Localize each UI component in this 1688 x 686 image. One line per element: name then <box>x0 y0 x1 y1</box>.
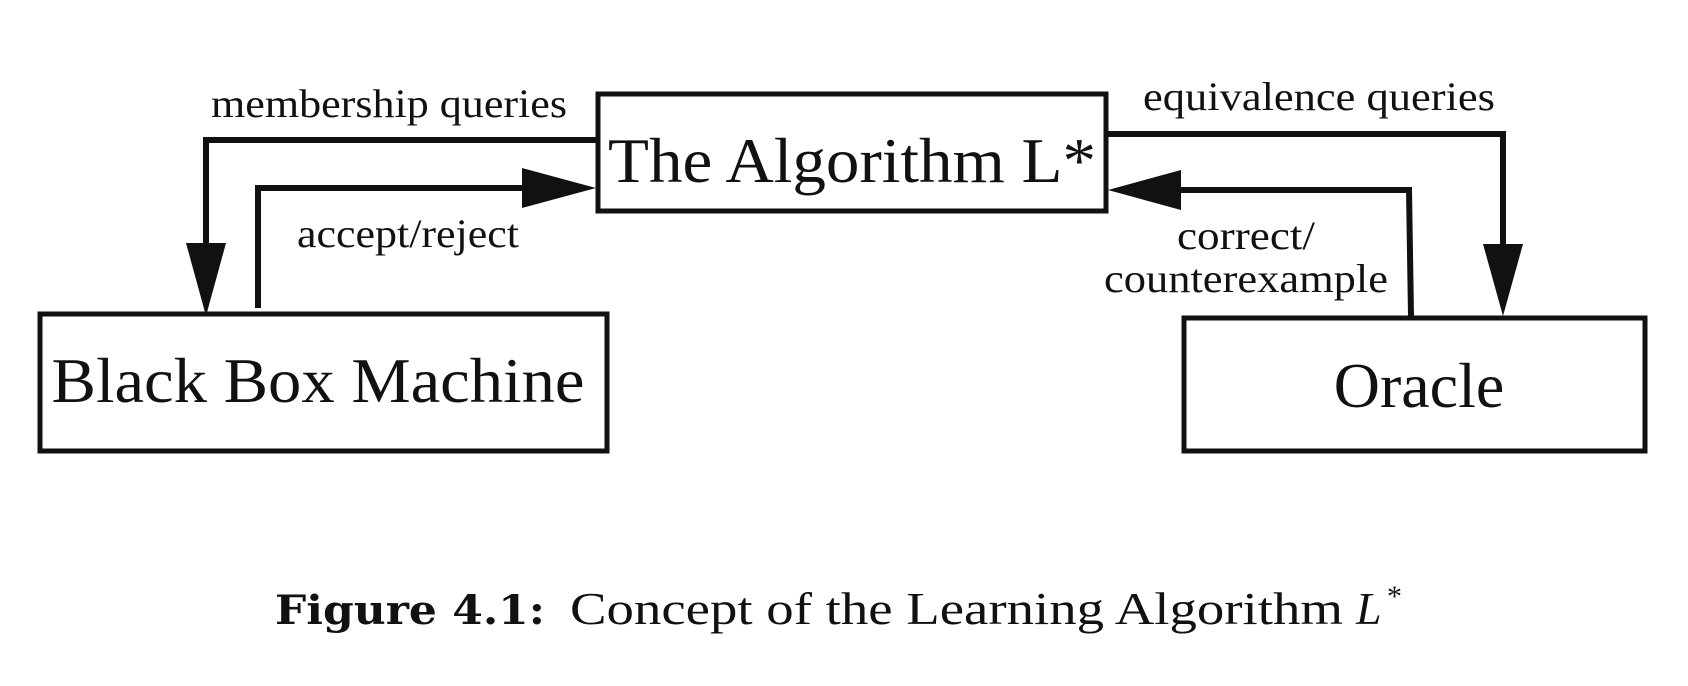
node-algorithm-label: The Algorithm L* <box>608 125 1096 196</box>
edge-accept-reject: accept/reject <box>255 168 596 308</box>
edge-equivalence-queries: equivalence queries <box>1106 74 1523 316</box>
counterexample-arrow-line <box>1168 187 1414 317</box>
edge-counterexample: correct/ counterexample <box>1104 170 1414 317</box>
accept-reject-arrow-line <box>255 185 535 308</box>
correct-label: correct/ <box>1177 213 1316 258</box>
node-black-box-label: Black Box Machine <box>52 345 585 416</box>
counterexample-label: counterexample <box>1104 256 1388 301</box>
node-algorithm-box <box>595 91 1109 214</box>
equivalence-queries-label: equivalence queries <box>1143 74 1495 119</box>
node-oracle-box <box>1181 315 1648 454</box>
node-black-box: Black Box Machine <box>37 311 610 454</box>
membership-queries-label: membership queries <box>211 81 567 126</box>
accept-reject-arrow-head <box>522 168 596 208</box>
node-black-box-box <box>37 311 610 454</box>
equivalence-arrow-head <box>1483 244 1523 316</box>
caption-superscript: * <box>1387 580 1402 613</box>
caption-symbol: L <box>1355 583 1382 634</box>
counterexample-arrow-head <box>1108 170 1181 210</box>
caption-text: Concept of the Learning Algorithm <box>570 583 1343 634</box>
node-algorithm: The Algorithm L* <box>595 91 1109 214</box>
membership-arrow-head <box>186 243 226 316</box>
accept-reject-label: accept/reject <box>297 211 519 256</box>
node-oracle-label: Oracle <box>1334 350 1505 421</box>
edge-membership-queries: membership queries <box>186 81 598 316</box>
caption-prefix: Figure 4.1: <box>275 587 545 634</box>
membership-arrow-line <box>203 137 598 255</box>
equivalence-arrow-line <box>1106 131 1506 256</box>
node-oracle: Oracle <box>1181 315 1648 454</box>
figure-caption: Figure 4.1: Concept of the Learning Algo… <box>275 580 1402 634</box>
